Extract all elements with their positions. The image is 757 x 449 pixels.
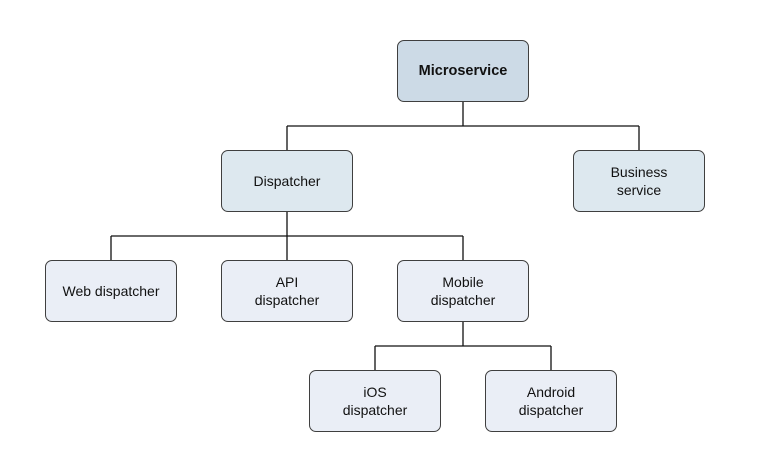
node-microservice-label: Microservice (418, 63, 508, 79)
node-ios-dispatcher: iOS dispatcher (309, 370, 441, 432)
node-android-dispatcher-label: Android dispatcher (518, 384, 584, 418)
node-mobile-dispatcher: Mobile dispatcher (397, 260, 529, 322)
node-dispatcher: Dispatcher (221, 150, 353, 212)
node-api-dispatcher-label: API dispatcher (254, 274, 320, 308)
node-android-dispatcher: Android dispatcher (485, 370, 617, 432)
node-web-dispatcher: Web dispatcher (45, 260, 177, 322)
node-web-dispatcher-label: Web dispatcher (62, 283, 160, 299)
node-microservice: Microservice (397, 40, 529, 102)
node-business-service: Business service (573, 150, 705, 212)
node-ios-dispatcher-label: iOS dispatcher (342, 384, 408, 418)
node-api-dispatcher: API dispatcher (221, 260, 353, 322)
node-dispatcher-label: Dispatcher (253, 173, 321, 189)
node-business-service-label: Business service (610, 164, 668, 198)
node-mobile-dispatcher-label: Mobile dispatcher (430, 274, 496, 308)
